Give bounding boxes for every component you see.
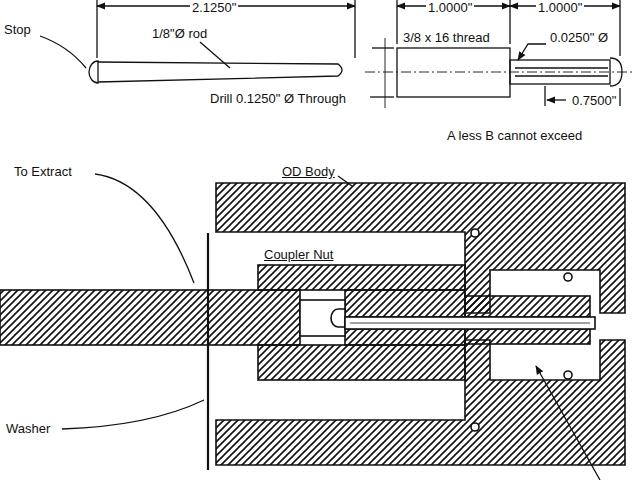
part-label: Stop (2, 22, 33, 37)
drawing-stroke (350, 323, 590, 324)
drawing-stroke (207, 233, 209, 470)
drawing-stroke (370, 96, 394, 97)
leader-lines (62, 174, 600, 480)
drawing-stroke (345, 290, 465, 317)
dimension-text: 0.7500" (570, 93, 618, 108)
part-label: 1/8"Ø rod (150, 26, 209, 41)
note-text: 3/8 x 16 thread (401, 30, 492, 45)
drawing-stroke (518, 44, 546, 60)
drawing-stroke (515, 67, 608, 68)
drawing-stroke (547, 99, 566, 100)
dimension-text: 1.0000" (536, 0, 584, 15)
detail-views (40, 0, 632, 108)
dimension-text: 1.0000" (426, 0, 474, 15)
drawing-stroke (471, 229, 479, 237)
drawing-stroke (397, 48, 510, 97)
drawing-stroke (62, 400, 204, 429)
drawing-stroke (338, 176, 352, 186)
part-label: Washer (4, 421, 52, 436)
drawing-stroke (564, 371, 572, 379)
drawing-stroke (471, 423, 479, 431)
drawing-stroke (258, 345, 465, 380)
drawing-stroke (365, 72, 632, 73)
drawing-stroke (515, 75, 608, 76)
part-label: Coupler Nut (262, 247, 335, 262)
drawing-stroke (564, 273, 572, 281)
dimension-text: 2.1250" (190, 0, 238, 15)
drawing-stroke (354, 0, 355, 58)
drawing-stroke (0, 290, 300, 345)
drawing-stroke (619, 0, 620, 56)
dimension-text: 0.0250" Ø (548, 30, 610, 45)
drawing-stroke (200, 42, 230, 68)
drawing-stroke (300, 300, 345, 336)
drawing-stroke (89, 61, 98, 83)
drawing-stroke (345, 329, 465, 345)
drawing-stroke (40, 36, 86, 68)
drawing-stroke (544, 86, 545, 106)
part-label: OD Body (280, 164, 337, 179)
assembly-section (0, 183, 625, 470)
note-text: A less B cannot exceed (445, 128, 584, 143)
drawing-stroke (465, 329, 590, 344)
drawing-stroke (372, 47, 394, 48)
drawing-stroke (536, 366, 600, 480)
part-label: To Extract (12, 164, 74, 179)
drawing-stroke (95, 174, 194, 283)
drawing-stroke (385, 38, 386, 108)
drawing-stroke (619, 88, 620, 106)
drawing-stroke (331, 309, 345, 327)
drawing-stroke (96, 0, 97, 58)
drawing-stroke (258, 265, 465, 290)
drawing-stroke (465, 296, 590, 317)
drawing-stroke (216, 340, 625, 465)
note-text: Drill 0.1250" Ø Through (208, 91, 348, 106)
drawing-stroke (345, 317, 595, 329)
drawing-stroke (98, 62, 342, 82)
